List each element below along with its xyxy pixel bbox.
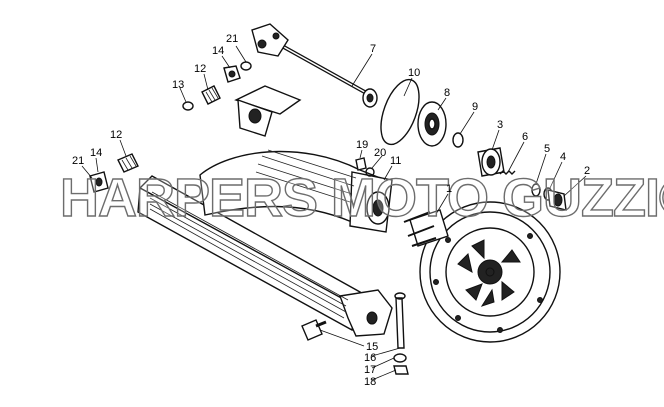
nut-2 xyxy=(547,189,567,211)
bolt-19-20 xyxy=(355,157,375,177)
nut-18 xyxy=(393,365,409,375)
callout-10: 10 xyxy=(408,67,420,79)
lower-fasteners xyxy=(301,292,409,375)
hub-holes xyxy=(433,233,543,333)
callout-9: 9 xyxy=(472,101,478,113)
callout-13: 13 xyxy=(172,79,184,91)
callout-21: 21 xyxy=(226,33,238,45)
screw-12-upper xyxy=(201,85,221,105)
bearing-3 xyxy=(477,147,505,177)
bolt-16 xyxy=(395,297,405,349)
callout-5: 5 xyxy=(544,143,550,155)
screw-12-left xyxy=(117,153,139,173)
callout-17: 17 xyxy=(364,364,376,376)
washer-21-upper xyxy=(240,61,252,71)
callout-19: 19 xyxy=(356,139,368,151)
left-fasteners xyxy=(89,153,139,193)
callout-20: 20 xyxy=(374,147,386,159)
callout-14: 14 xyxy=(212,45,224,57)
leader-lines xyxy=(81,45,587,381)
callout-2: 2 xyxy=(584,165,590,177)
swing-arm xyxy=(137,85,393,337)
hub-spokes xyxy=(457,239,521,307)
callout-numbers: 21 14 12 13 7 10 8 9 3 6 5 4 2 1 19 20 1… xyxy=(72,33,590,388)
callout-14-left: 14 xyxy=(90,147,102,159)
callout-21-left: 21 xyxy=(72,155,84,167)
callout-15: 15 xyxy=(366,341,378,353)
callout-18: 18 xyxy=(364,376,376,388)
callout-3: 3 xyxy=(497,119,503,131)
callout-11: 11 xyxy=(390,155,401,167)
o-ring-9 xyxy=(452,132,464,148)
drive-shaft xyxy=(251,23,378,108)
callout-6: 6 xyxy=(522,131,528,143)
spring-6 xyxy=(499,170,516,175)
callout-12: 12 xyxy=(194,63,206,75)
swing-arm-hatching xyxy=(149,149,357,319)
callout-16: 16 xyxy=(364,352,376,364)
callout-1: 1 xyxy=(446,183,452,195)
callout-8: 8 xyxy=(444,87,450,99)
washer-13 xyxy=(182,101,194,111)
callout-4: 4 xyxy=(560,151,566,163)
washer-17 xyxy=(393,353,407,363)
callout-12-left: 12 xyxy=(110,129,122,141)
seal-8 xyxy=(417,101,447,147)
ring-10 xyxy=(380,78,420,146)
wheel-hub xyxy=(403,201,561,343)
callout-7: 7 xyxy=(370,43,376,55)
upper-fasteners xyxy=(182,61,252,111)
watermark: HARPERS MOTO GUZZI© xyxy=(60,168,664,228)
pin-15 xyxy=(301,319,323,341)
